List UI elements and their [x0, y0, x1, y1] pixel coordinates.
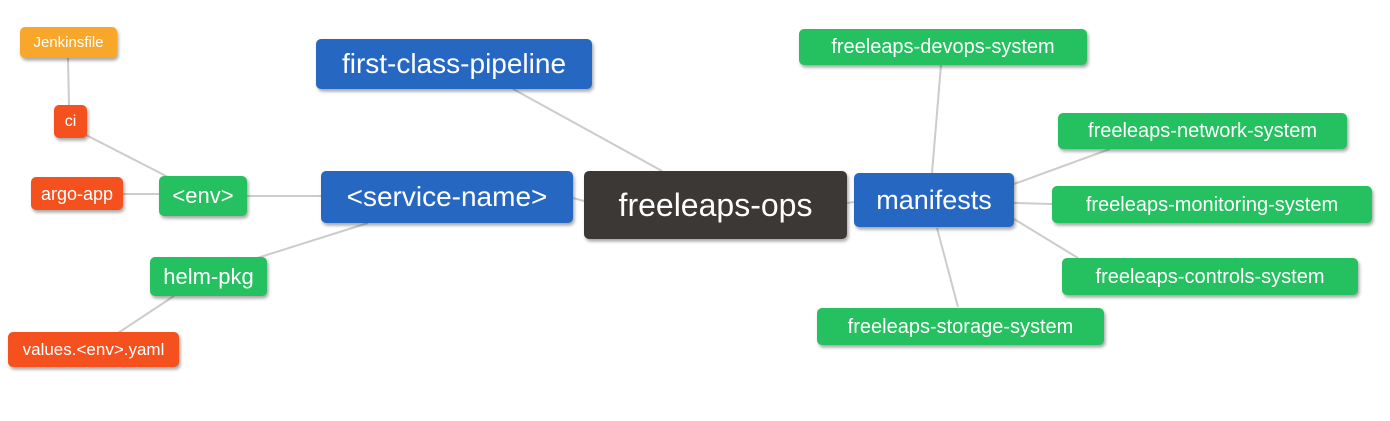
node-env[interactable]: <env>	[159, 176, 247, 216]
node-label: <env>	[172, 183, 234, 208]
node-first-class-pipeline[interactable]: first-class-pipeline	[316, 39, 592, 89]
edge-ci-to-env	[85, 134, 169, 178]
edge-first-class-pipeline-to-freeleaps-ops	[512, 88, 663, 172]
node-values-env-yaml[interactable]: values.<env>.yaml	[8, 332, 179, 367]
node-label: freeleaps-ops	[618, 187, 813, 223]
node-label: freeleaps-devops-system	[831, 36, 1055, 58]
node-label: freeleaps-network-system	[1088, 120, 1317, 142]
edge-manifests-to-freeleaps-devops-system	[931, 64, 942, 174]
edge-helm-pkg-to-values-env-yaml	[117, 295, 175, 334]
edge-manifests-to-freeleaps-storage-system	[936, 227, 959, 308]
node-helm-pkg[interactable]: helm-pkg	[150, 257, 267, 296]
node-ci[interactable]: ci	[54, 105, 87, 138]
edge-jenkinsfile-to-ci	[67, 57, 70, 106]
node-label: freeleaps-monitoring-system	[1085, 193, 1339, 216]
node-manifests[interactable]: manifests	[854, 173, 1014, 227]
edge-service-name-to-helm-pkg	[253, 222, 369, 260]
node-freeleaps-ops[interactable]: freeleaps-ops	[584, 171, 847, 239]
node-freeleaps-monitoring-system[interactable]: freeleaps-monitoring-system	[1052, 186, 1372, 223]
node-freeleaps-storage-system[interactable]: freeleaps-storage-system	[817, 308, 1104, 345]
edge-manifests-to-freeleaps-monitoring-system	[1013, 202, 1053, 205]
node-freeleaps-controls-system[interactable]: freeleaps-controls-system	[1062, 258, 1358, 295]
node-label: argo-app	[40, 183, 114, 204]
edge-freeleaps-ops-to-manifests	[846, 201, 855, 204]
edge-manifests-to-freeleaps-controls-system	[1013, 218, 1079, 259]
node-label: <service-name>	[346, 181, 548, 212]
node-label: ci	[64, 112, 77, 130]
node-freeleaps-network-system[interactable]: freeleaps-network-system	[1058, 113, 1347, 149]
node-label: values.<env>.yaml	[22, 340, 165, 359]
node-argo-app[interactable]: argo-app	[31, 177, 123, 210]
node-label: Jenkinsfile	[33, 34, 104, 51]
node-label: freeleaps-storage-system	[847, 315, 1074, 338]
edge-manifests-to-freeleaps-network-system	[1013, 148, 1111, 185]
node-jenkinsfile[interactable]: Jenkinsfile	[20, 27, 117, 58]
node-freeleaps-devops-system[interactable]: freeleaps-devops-system	[799, 29, 1087, 65]
edge-service-name-to-freeleaps-ops	[572, 197, 585, 202]
node-label: manifests	[876, 184, 992, 215]
node-label: first-class-pipeline	[341, 48, 567, 79]
node-service-name[interactable]: <service-name>	[321, 171, 573, 223]
node-label: helm-pkg	[163, 263, 254, 289]
node-label: freeleaps-controls-system	[1095, 265, 1325, 288]
